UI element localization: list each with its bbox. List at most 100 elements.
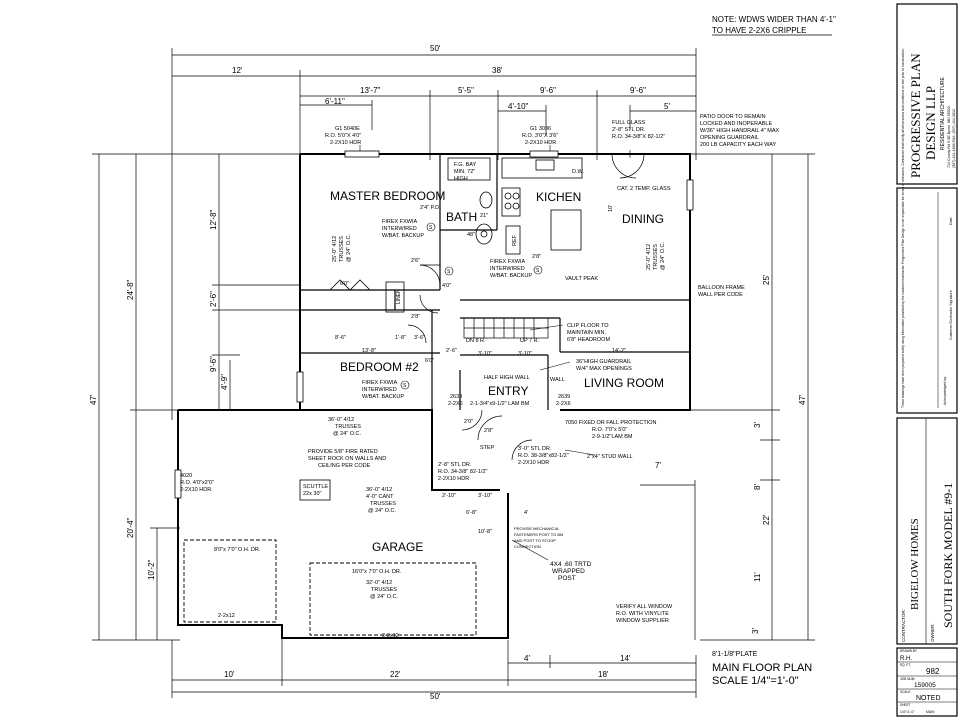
note-g-trusses2-3: @ 24" O.C. <box>370 594 398 600</box>
dim-left-4-9: 4'-9" <box>220 374 229 390</box>
note-g-trusses-3: @ 24" O.C. <box>333 431 361 437</box>
sheet-label: SHEET <box>900 703 911 707</box>
bottom-dimension-labels: 50' 10' 22' 18' 4' 14' <box>224 654 631 701</box>
note-2-10: 2'-10" <box>442 493 456 499</box>
note-fixed-2: R.O. 7'0"x 5'0" <box>592 427 627 433</box>
contractor-name: BIGELOW HOMES <box>909 518 921 610</box>
note-dn: DN 8 R. <box>466 338 486 344</box>
note-fg-bay-3: HIGH <box>454 176 468 182</box>
note-6-0b: 6'0" <box>425 358 434 364</box>
note-stud-wall: 2"x4" STUD WALL <box>587 454 633 460</box>
note-fixed-3: 2-9-1/2"LAM BM <box>592 434 633 440</box>
dim-right-8: 8' <box>753 484 762 490</box>
note-trusses-master-3: @ 24" O.C. <box>346 234 352 262</box>
note-3-6: 3'-6" <box>414 335 425 341</box>
note-verify-2: R.O. WITH VINYLITE <box>616 611 669 617</box>
note-scuttle-2: 22x 30" <box>303 491 322 497</box>
dim-left-12-8: 12'-8" <box>209 209 218 230</box>
note-ref: REF. <box>512 234 518 246</box>
note-g1-5040e-hdr: 2-2X10 HDR <box>330 140 361 146</box>
drawn-by-value: R.H. <box>900 656 912 662</box>
note-mech-3: AND POST TO STOOP <box>514 538 556 543</box>
note-2-6b: 2'-6" <box>446 348 457 354</box>
note-firex-kitchen-2: INTERWIRED <box>490 266 525 272</box>
dim-top-12: 12' <box>232 66 243 75</box>
note-balloon-2: WALL PER CODE <box>698 292 743 298</box>
dim-bottom-overall: 50' <box>430 692 441 701</box>
note-full-glass-2: 2'-8" STL DR. <box>612 127 646 133</box>
smoke-detector-icon: S <box>403 383 407 389</box>
note-vault: VAULT PEAK <box>565 276 598 282</box>
note-post-2: WRAPPED <box>552 568 585 575</box>
note-lam-2639b: 2639 <box>558 394 570 400</box>
note-fg-bay: F.G. BAY <box>454 162 477 168</box>
dim-top-5: 5' <box>664 102 670 111</box>
dim-left-10-2: 10'-2" <box>147 559 156 580</box>
room-bedroom2: BEDROOM #2 <box>340 360 419 374</box>
company-sub: RESIDENTIAL ARCHITECTURE <box>940 76 946 150</box>
smoke-detector-icon: S <box>429 225 433 231</box>
room-kitchen: KICHEN <box>536 190 581 204</box>
exterior-walls <box>177 153 691 639</box>
note-mech-2: FASTENERS POST TO BM <box>514 532 563 537</box>
smoke-detector-icon: S <box>447 269 451 275</box>
note-firex-master-1: FIREX FXWIA <box>382 219 417 225</box>
scuttle-box <box>299 479 331 501</box>
note-3-10c: 3'-10" <box>478 493 492 499</box>
kitchen-fixtures <box>501 157 583 255</box>
dim-top-9-6a: 9'-6" <box>540 86 556 95</box>
note-trusses-dining-3: @ 24" O.C. <box>660 242 666 270</box>
note-firex-bed2-3: W/BAT. BACKUP <box>362 394 404 400</box>
dim-left-24-8: 24'-8" <box>126 279 135 300</box>
model-name: SOUTH FORK MODEL #9-1 <box>941 483 955 628</box>
note-verify-1: VERIFY ALL WINDOW <box>616 604 673 610</box>
note-cant-3: TRUSSES <box>370 501 396 507</box>
dim-right-11: 11' <box>753 572 762 582</box>
dim-top-6-11: 6'-11" <box>325 97 345 106</box>
smoke-detector-icon: S <box>536 268 540 274</box>
annotations: G1 5040E R.O. 5'0"X 4'0" 2-2X10 HDR G1 3… <box>180 114 780 639</box>
note-patio-1: PATIO DOOR TO REMAIN <box>700 114 766 120</box>
dim-bottom-14: 14' <box>620 654 631 663</box>
note-g1-3036-ro: R.O. 3'0"X 3'6" <box>522 133 558 139</box>
note-lam-2639b-b: 2-2X6 <box>556 401 571 407</box>
note-guard-2: W/4" MAX OPENINGS <box>576 366 632 372</box>
room-dining: DINING <box>622 212 664 226</box>
dim-top-overall: 50' <box>430 44 441 53</box>
note-4020-3: 2-2X10 HDR. <box>180 487 213 493</box>
note-mech-4: CONNECTION <box>514 544 541 549</box>
note-2-6: 2'6" <box>411 258 420 264</box>
note-pd: 2'4" P.D. <box>420 205 441 211</box>
windows <box>174 150 694 499</box>
note-mech-1: PROVIDE MECHANICAL <box>514 526 560 531</box>
dim-bottom-18: 18' <box>598 670 609 679</box>
note-fire-3: CEILING PER CODE <box>318 463 371 469</box>
note-clip-3: 6'8" HEADROOM <box>567 337 610 343</box>
company-addr-2: (507) 424-1806 FAX: (507) 424-1812 <box>952 109 956 168</box>
right-dimensions <box>640 153 815 641</box>
note-line-1: NOTE: WDWS WIDER THAN 4'-1" <box>712 15 836 24</box>
dim-left-20-4: 20'-4" <box>126 517 135 538</box>
note-patio-3: W/36" HIGH HANDRAIL 4" MAX <box>700 128 780 134</box>
note-4020-2: R.O. 4'0"x2'0" <box>180 480 214 486</box>
note-4b: 4' <box>524 510 528 516</box>
dim-left-9-6: 9'-6" <box>209 356 218 372</box>
dim-left-2-6: 2'-6" <box>209 291 218 307</box>
note-6-0: 6'0" <box>340 281 349 287</box>
note-hdr-2x12a: 2-2x12 <box>218 613 235 619</box>
note-48: 48" <box>467 232 475 238</box>
note-3-10a: 3'-10" <box>478 351 492 357</box>
room-labels: MASTER BEDROOM BATH KICHEN DINING BEDROO… <box>330 189 664 554</box>
note-dw: D.W. <box>572 169 584 175</box>
note-post-1: 4X4 .60 TRTD <box>550 561 592 568</box>
contractor-label: CONTRACTOR: <box>901 609 906 642</box>
dim-left-overall: 47' <box>89 394 98 405</box>
room-garage: GARAGE <box>372 540 423 554</box>
note-g-trusses-1: 36'-0" 4/12 <box>328 417 354 423</box>
note-half-wall: HALF HIGH WALL <box>484 375 530 381</box>
dim-right-overall: 47' <box>798 394 807 405</box>
plan-scale: SCALE 1/4"=1'-0" <box>712 675 799 687</box>
note-clip-1: CLIP FLOOR TO <box>567 323 609 329</box>
company-addr-1: 714 County Rd 9 SE Byron, MN 55920 <box>947 106 951 168</box>
note-ohdr-8: 8'0"x 7'0" O.H. DR. <box>214 547 261 553</box>
